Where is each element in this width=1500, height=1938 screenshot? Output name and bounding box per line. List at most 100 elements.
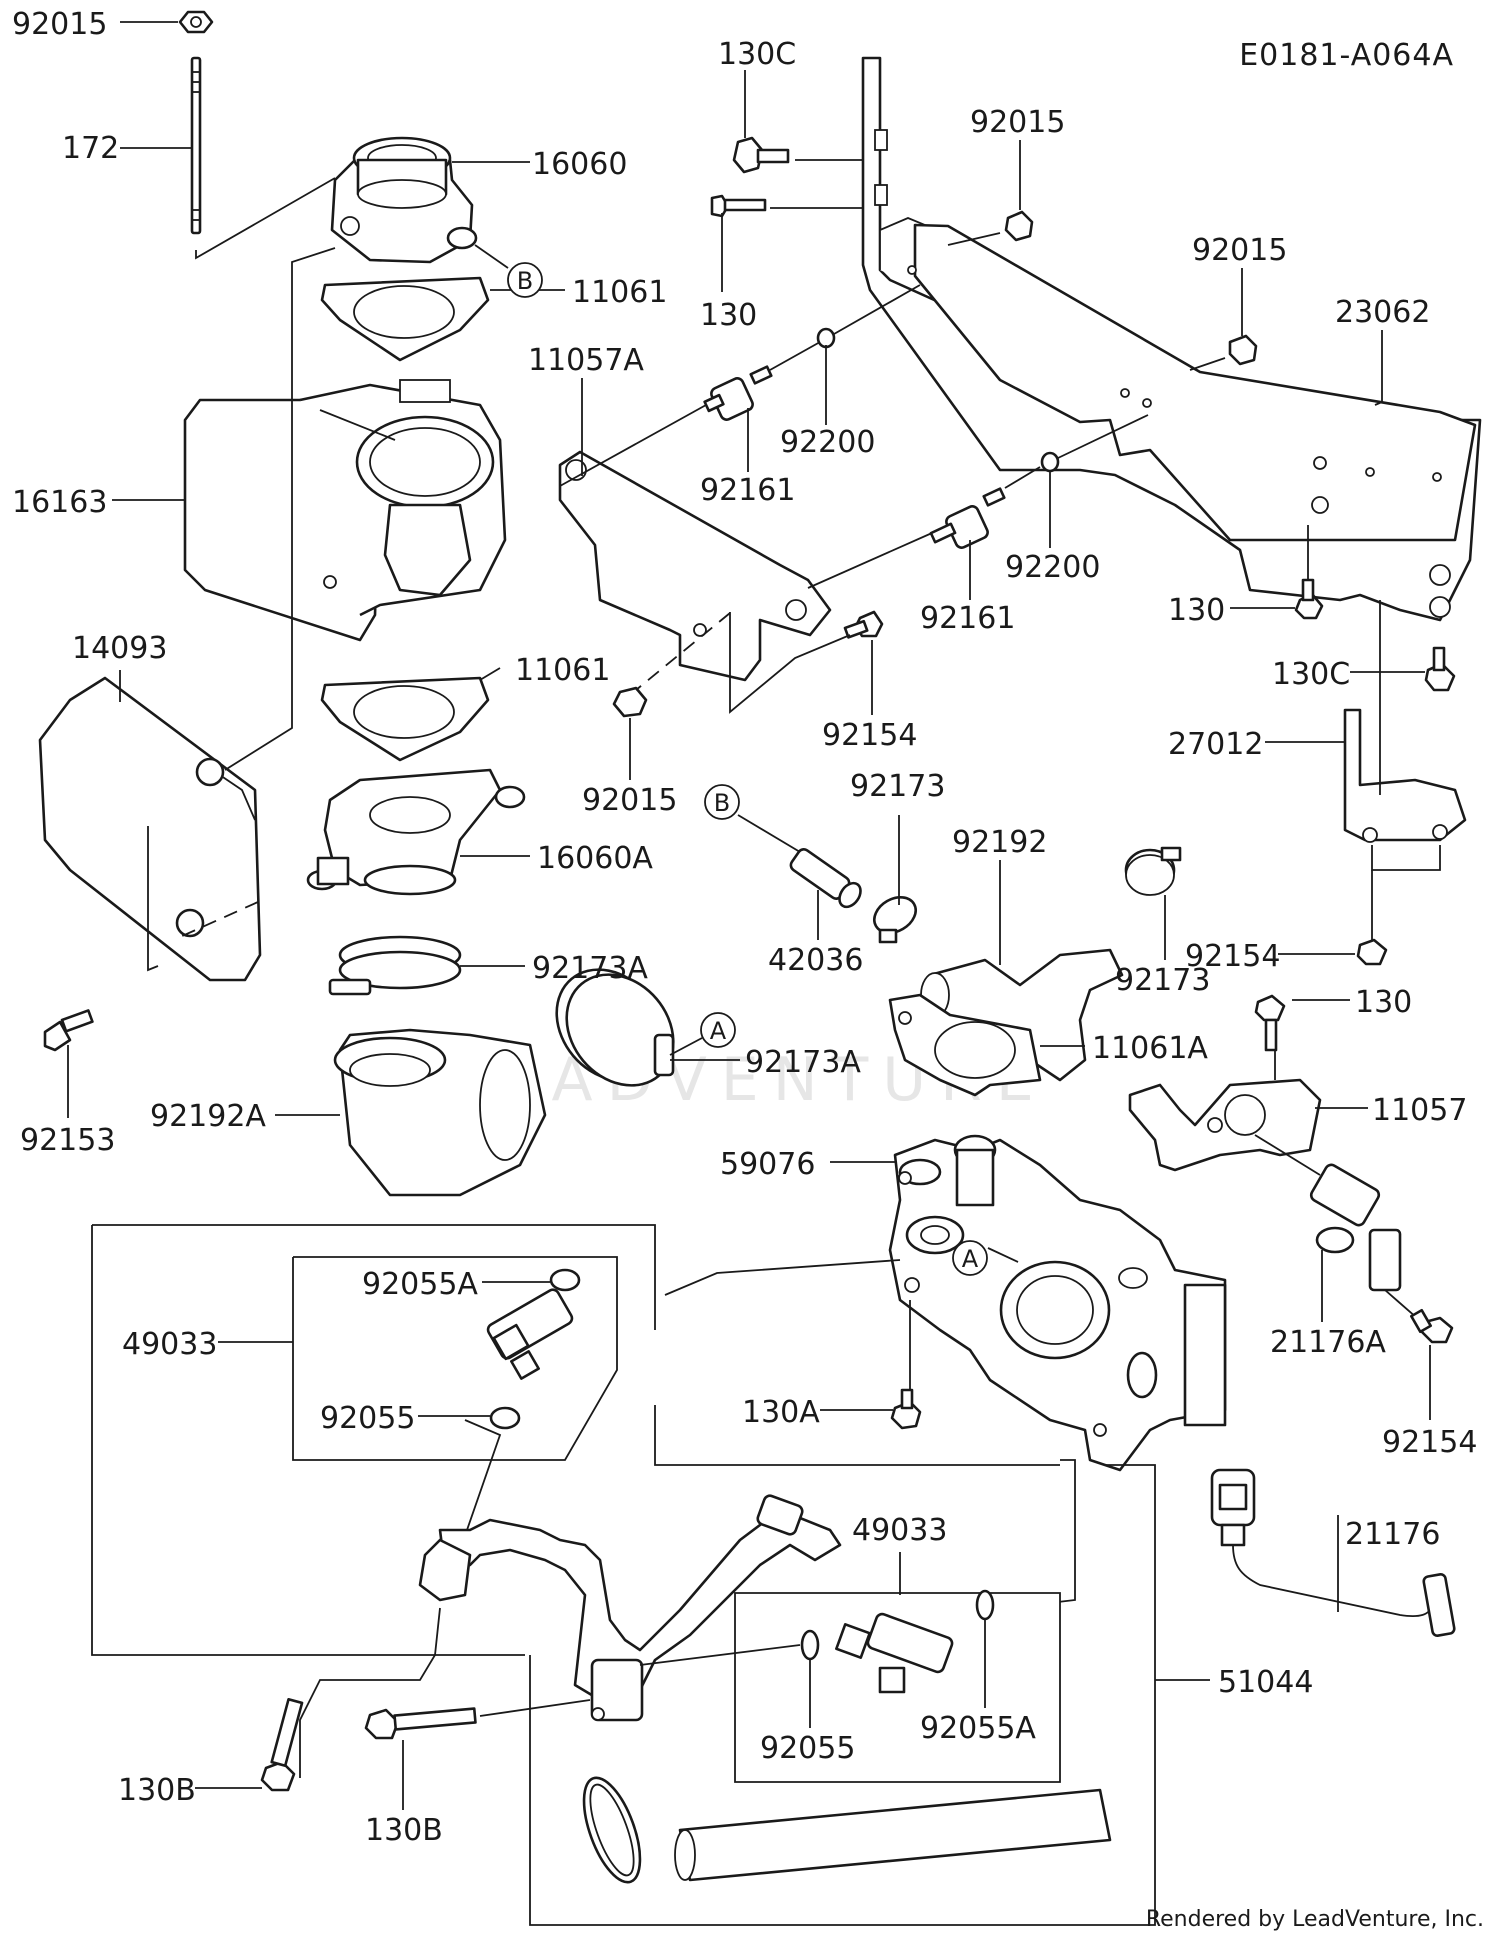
nut-92015-c-leader (1189, 357, 1226, 371)
rail-bolt-left-line (299, 1607, 441, 1778)
injector-link-line (989, 1459, 1076, 1611)
washer-92200-a-part (816, 327, 836, 349)
rail-injector-bottom-link (639, 1644, 801, 1666)
oring-92055A-top-part (549, 1268, 581, 1292)
label-92200-a: 92200 (780, 425, 875, 460)
callout-b-mid: B (704, 784, 740, 820)
manifold-59076-part (888, 1134, 1227, 1472)
label-49033-left: 49033 (122, 1327, 217, 1362)
cover-bracket-line (224, 247, 336, 771)
label-92015-mid: 92015 (582, 783, 677, 818)
nut-92015-b-leader (947, 232, 1001, 246)
damper-92161-a-part (703, 365, 773, 421)
washer-92200-b-part (1040, 451, 1060, 473)
gasket-11061-mid-hole (353, 685, 455, 739)
clamp-92173-right-part (1124, 846, 1182, 896)
throttle-body-16163-part (183, 379, 507, 642)
label-21176A: 21176A (1270, 1325, 1386, 1360)
label-130B-bottom: 130B (365, 1813, 443, 1848)
bolt-130B-bottom-part (364, 1707, 477, 1740)
nut-92015-b-part (1004, 210, 1034, 242)
oring-92055A-bottom-part (975, 1589, 995, 1621)
sensor-21176-part (1210, 1468, 1456, 1637)
label-92153: 92153 (20, 1123, 115, 1158)
damper-b-line-right (1004, 466, 1041, 489)
cover-14093-part (38, 676, 262, 982)
damper-a-line-right (769, 341, 821, 371)
washer-b-line (1057, 414, 1149, 459)
nut-92015-c-part (1228, 334, 1258, 366)
bracket-11057A-part (558, 450, 832, 682)
label-27012: 27012 (1168, 727, 1263, 762)
label-16163: 16163 (12, 485, 107, 520)
hose-92192A-part (333, 1028, 547, 1197)
label-130-top: 130 (700, 298, 757, 333)
label-92173-right: 92173 (1115, 963, 1210, 998)
label-11057A: 11057A (528, 343, 644, 378)
hose-bottom-end (674, 1829, 696, 1881)
label-92173A-left: 92173A (532, 951, 648, 986)
label-23062: 23062 (1335, 295, 1430, 330)
gasket-11061A-hole (934, 1021, 1016, 1079)
cover-left-line (147, 826, 159, 972)
dashed-line-92015 (635, 612, 731, 691)
bolt-130C-top-part (732, 136, 790, 174)
label-92055-left: 92055 (320, 1401, 415, 1436)
svg-text:B: B (714, 789, 730, 817)
fuel-rail-51044-part (418, 1494, 842, 1722)
pipe-42036-part (789, 848, 862, 909)
label-92154-b: 92154 (1185, 939, 1280, 974)
bolt-130B-left-part (260, 1697, 304, 1792)
group-frame-top (92, 1224, 656, 1330)
label-21176: 21176 (1345, 1517, 1440, 1552)
clamp-92173-left-part (873, 896, 917, 944)
label-130C-right: 130C (1272, 657, 1350, 692)
dashed-line-14093 (179, 901, 259, 938)
manifold-side-line (664, 1259, 901, 1296)
label-42036: 42036 (768, 943, 863, 978)
label-14093: 14093 (72, 631, 167, 666)
leader-23062 (1374, 330, 1383, 406)
callout-b-top: B (474, 244, 543, 298)
oring-92055-left-part (489, 1406, 521, 1430)
label-49033-bottom: 49033 (852, 1513, 947, 1548)
label-92015-top: 92015 (12, 7, 107, 42)
clamp-bottom-part (582, 1776, 642, 1884)
label-59076: 59076 (720, 1147, 815, 1182)
callout-a-mid: A (669, 1012, 736, 1056)
callout-a-bottom: A (952, 1240, 1019, 1276)
sensor-21176A-link (1254, 1134, 1321, 1176)
svg-text:A: A (710, 1017, 727, 1045)
bolt-92154-a-part (843, 610, 884, 639)
bolt-92154-c-part (1410, 1308, 1454, 1344)
stud-172-part (190, 56, 202, 235)
damper-b-line-left (807, 532, 933, 589)
rail-injector-link (464, 1419, 502, 1531)
leader-11061-mid (479, 667, 501, 681)
label-130B-left: 130B (118, 1773, 196, 1808)
label-92173A-mid: 92173A (745, 1045, 861, 1080)
diagram-code: E0181-A064A (1239, 38, 1454, 73)
label-92055A-bottom: 92055A (920, 1711, 1036, 1746)
bolt-92154-b-part (1356, 938, 1388, 966)
bolt-130C-right-part (1424, 646, 1456, 692)
label-92161-b: 92161 (920, 601, 1015, 636)
label-92161-a: 92161 (700, 473, 795, 508)
bolt-92154-a-line (729, 612, 851, 714)
bolt-92153-part (43, 1009, 94, 1052)
label-16060A: 16060A (537, 841, 653, 876)
label-92192: 92192 (952, 825, 1047, 860)
callout-b-mid-line (737, 814, 801, 853)
nut-92015-top-part (178, 10, 214, 34)
throttle-body-leader (319, 409, 396, 441)
bolt-130B-bottom-line (479, 1699, 591, 1717)
group-frame-mid (654, 1405, 1060, 1466)
oring-92055-bottom-part (800, 1629, 820, 1661)
clamp-92173A-mid-part (555, 968, 675, 1087)
bolt-130-top-part (710, 194, 767, 218)
bolt-130A-part (890, 1388, 922, 1430)
gasket-11061-top-hole (353, 285, 455, 339)
label-92192A: 92192A (150, 1099, 266, 1134)
label-16060: 16060 (532, 147, 627, 182)
